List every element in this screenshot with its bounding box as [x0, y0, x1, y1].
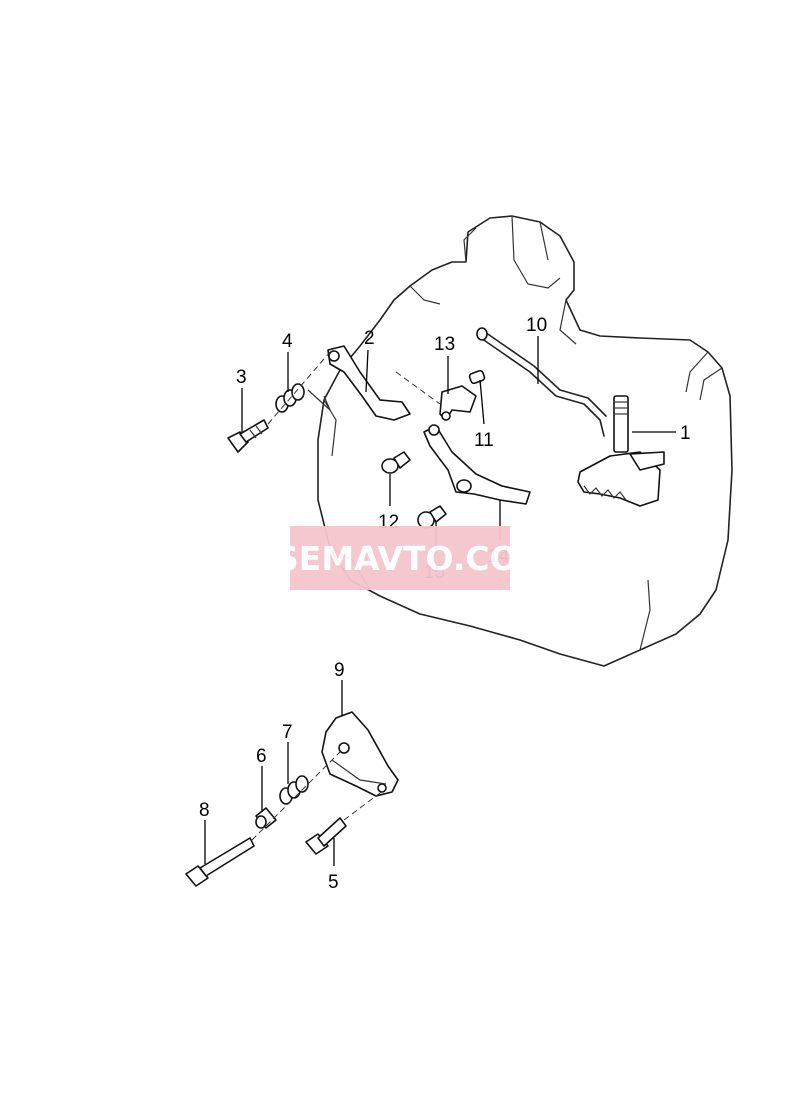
callout-9: 9 [334, 660, 345, 681]
part-10-shift-rod [476, 327, 607, 437]
part-12-bolt [381, 451, 411, 474]
watermark: VSEMAVTO.COM [249, 526, 551, 590]
callout-10: 10 [526, 315, 547, 336]
part-1-shift-shaft [577, 395, 665, 507]
callout-1: 1 [680, 423, 691, 444]
assembly-line-lower [251, 751, 341, 841]
callout-11: 11 [474, 430, 494, 451]
part-2-lever [307, 345, 411, 421]
callout-6: 6 [256, 746, 267, 767]
part-4-spring [275, 383, 305, 413]
part-14-fork-arm [423, 424, 531, 505]
part-11-pin [468, 369, 486, 385]
assembly-line-lower-2 [343, 789, 385, 821]
part-3-bolt [227, 419, 269, 453]
transmission-housing [317, 215, 733, 667]
leader-lines [204, 336, 676, 866]
part-13-bracket [439, 385, 477, 421]
part-9-bracket [321, 711, 399, 797]
callout-7: 7 [282, 722, 293, 743]
assembly-line-bracket [395, 371, 441, 405]
part-6-sleeve [255, 807, 277, 829]
callout-2: 2 [364, 328, 375, 349]
part-7-spring [279, 775, 309, 805]
part-8-long-bolt [185, 837, 255, 887]
watermark-background [290, 526, 510, 590]
watermark-text: VSEMAVTO.COM [249, 539, 550, 578]
callout-4: 4 [282, 331, 293, 352]
callout-3: 3 [236, 367, 247, 388]
assembly-line-upper [267, 351, 331, 425]
part-15-bolt [417, 505, 447, 529]
callout-5: 5 [328, 872, 339, 893]
callout-13: 13 [434, 334, 455, 355]
callout-8: 8 [199, 800, 210, 821]
part-5-bolt [305, 817, 347, 855]
